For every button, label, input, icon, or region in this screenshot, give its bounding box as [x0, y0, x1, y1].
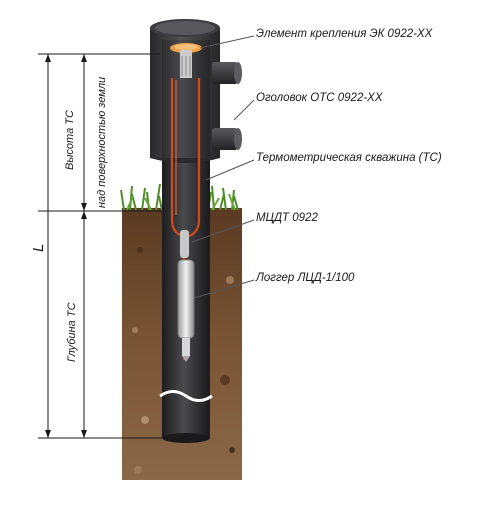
break-mark: [159, 390, 213, 402]
label-height-above-ground: над поверхностью земли: [96, 76, 108, 208]
dimension-lines: [38, 53, 162, 439]
side-connectors: [212, 62, 242, 150]
mount-element: [170, 43, 202, 78]
label-height: Высота ТС: [64, 110, 76, 170]
logger-device: [177, 259, 195, 362]
label-logger: Логгер ЛЦД-1/100: [256, 272, 355, 284]
label-borehole: Термометрическая скважина (ТС): [256, 152, 442, 164]
cables: [170, 78, 201, 238]
leader-lines: [191, 35, 255, 299]
label-sensor: МЦДТ 0922: [256, 212, 318, 224]
dimension-arrows: [45, 54, 87, 438]
label-head: Оголовок ОТС 0922-ХХ: [256, 92, 383, 104]
label-total-length: L: [30, 243, 47, 252]
label-depth: Глубина ТС: [66, 302, 78, 362]
head-casing: [150, 19, 220, 163]
label-mount-element: Элемент крепления ЭК 0922-ХХ: [256, 28, 433, 40]
